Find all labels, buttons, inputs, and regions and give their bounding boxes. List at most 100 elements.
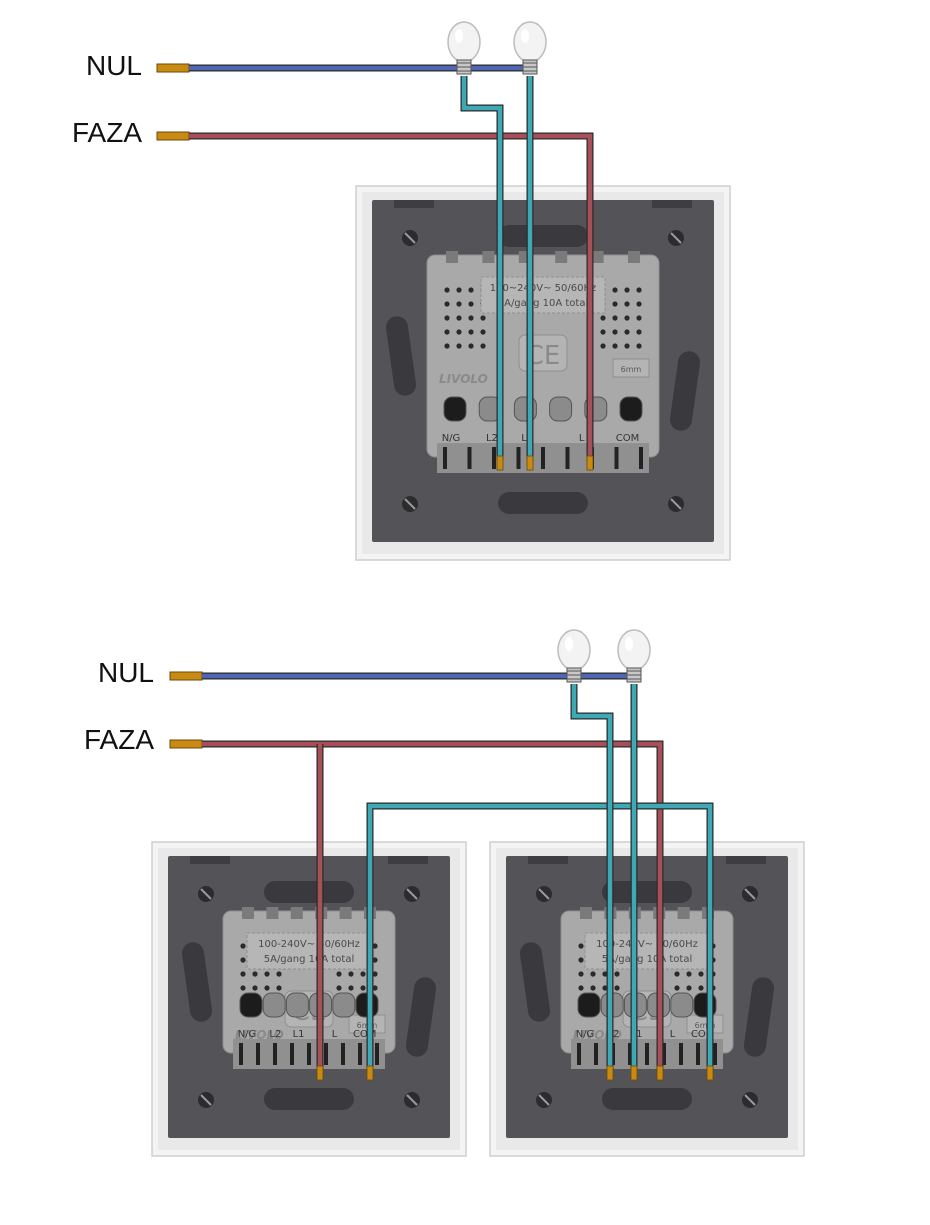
bulb-glass: [617, 629, 651, 671]
screw-slot: [200, 888, 212, 900]
vent-dot: [480, 329, 486, 335]
terminal-slot: [290, 1043, 294, 1065]
terminal-tip: [316, 1065, 324, 1081]
terminal-tip: [630, 1065, 638, 1081]
terminal-slot: [492, 447, 496, 469]
brand-name: LIVOLO: [439, 372, 488, 386]
bulb-glass: [447, 21, 481, 63]
terminal-tip: [526, 455, 534, 471]
vent-dot: [624, 315, 630, 321]
vent-dot: [600, 315, 606, 321]
vent-dot: [602, 971, 608, 977]
spec-current: 5A/gang 10A total: [498, 298, 589, 309]
module-notch: [290, 907, 303, 919]
vent-dot: [456, 301, 462, 307]
terminal-screw: [577, 992, 601, 1018]
screw-slot: [200, 1094, 212, 1106]
phase-wire-1: [189, 133, 593, 460]
vent-dot: [612, 343, 618, 349]
terminal-label: N/G: [576, 1029, 595, 1040]
wires-layer: [156, 63, 714, 1081]
plate-notch: [388, 856, 428, 864]
vent-dot: [480, 315, 486, 321]
strip-length: 6mm: [621, 365, 642, 374]
mounting-slot-right: [669, 351, 701, 431]
vent-dot: [698, 985, 704, 991]
terminal-slot: [541, 447, 545, 469]
bulb-glass: [513, 21, 547, 63]
neutral-label-2: NUL: [97, 657, 154, 688]
terminal-label: L1: [293, 1029, 305, 1040]
spec-voltage: 100~240V~ 50/60Hz: [490, 283, 597, 294]
vent-dot: [624, 343, 630, 349]
neutral-label-1: NUL: [85, 50, 142, 81]
vent-dot: [674, 985, 680, 991]
vent-dot: [456, 329, 462, 335]
terminal-screw: [549, 396, 573, 422]
vent-dot: [674, 971, 680, 977]
mounting-slot-left: [181, 942, 213, 1022]
traveller-wire: [367, 803, 713, 1070]
terminal-slot: [713, 1043, 717, 1065]
terminal-screw: [239, 992, 263, 1018]
terminal-slot: [628, 1043, 632, 1065]
terminal-slot: [577, 1043, 581, 1065]
mounting-slot-left: [385, 316, 417, 396]
terminal-screw: [332, 992, 356, 1018]
mounting-slot-bottom: [498, 492, 588, 514]
vent-dot: [578, 943, 584, 949]
terminal-slot: [256, 1043, 260, 1065]
terminal-label: COM: [691, 1029, 714, 1040]
terminal-slot: [679, 1043, 683, 1065]
vent-dot: [252, 985, 258, 991]
switch-wire-1a: [461, 76, 503, 460]
spec-voltage: 100-240V~ 50/60Hz: [258, 939, 360, 950]
terminal-slot: [375, 1043, 379, 1065]
vent-dot: [578, 957, 584, 963]
bulb-highlight: [625, 637, 633, 651]
terminal-slot: [324, 1043, 328, 1065]
terminal-label: COM: [616, 433, 639, 444]
terminal-slot: [239, 1043, 243, 1065]
mounting-slot-top: [602, 881, 692, 903]
switch-wire-2a: [571, 684, 613, 1070]
phase-label-1: FAZA: [71, 117, 142, 148]
spec-current: 5A/gang 10A total: [602, 954, 693, 965]
vent-dot: [590, 985, 596, 991]
bulb-icon-2b: [617, 629, 651, 683]
terminal-slot: [614, 447, 619, 469]
vent-dot: [444, 315, 450, 321]
terminal-screw: [670, 992, 694, 1018]
vent-dot: [480, 343, 486, 349]
vent-dot: [468, 343, 474, 349]
vent-dot: [240, 985, 246, 991]
screw-slot: [404, 232, 416, 244]
terminal-screw: [285, 992, 309, 1018]
terminal-tip: [366, 1065, 374, 1081]
module-notch: [339, 907, 352, 919]
terminal-label: N/G: [442, 433, 461, 444]
terminal-tip: [496, 455, 504, 471]
vent-dot: [372, 943, 378, 949]
terminal-tip: [606, 1065, 614, 1081]
mounting-slot-top: [498, 225, 588, 247]
terminal-screw: [443, 396, 467, 422]
plate-notch: [652, 200, 692, 208]
phase-tip-1: [156, 131, 190, 141]
bulbs-layer: [447, 21, 651, 683]
vent-dot: [264, 971, 270, 977]
vent-dot: [444, 287, 450, 293]
strip-gauge: [612, 358, 650, 378]
mounting-slot-top: [264, 881, 354, 903]
strip-length: 6mm: [695, 1021, 716, 1030]
module-notch: [242, 907, 254, 919]
screw-slot: [406, 888, 418, 900]
bulb-glass: [557, 629, 591, 671]
terminal-tip: [656, 1065, 664, 1081]
spec-box: [246, 932, 372, 970]
plate-notch: [394, 200, 434, 208]
bulb-highlight: [521, 29, 529, 43]
